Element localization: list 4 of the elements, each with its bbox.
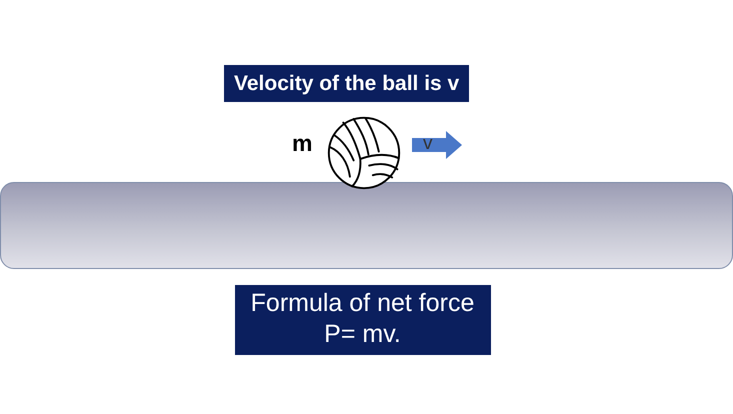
mass-symbol: m [292, 130, 312, 157]
velocity-symbol: v [423, 133, 432, 155]
formula-box: Formula of net force P= mv. [235, 285, 491, 355]
heading-banner: Velocity of the ball is v [224, 65, 470, 102]
